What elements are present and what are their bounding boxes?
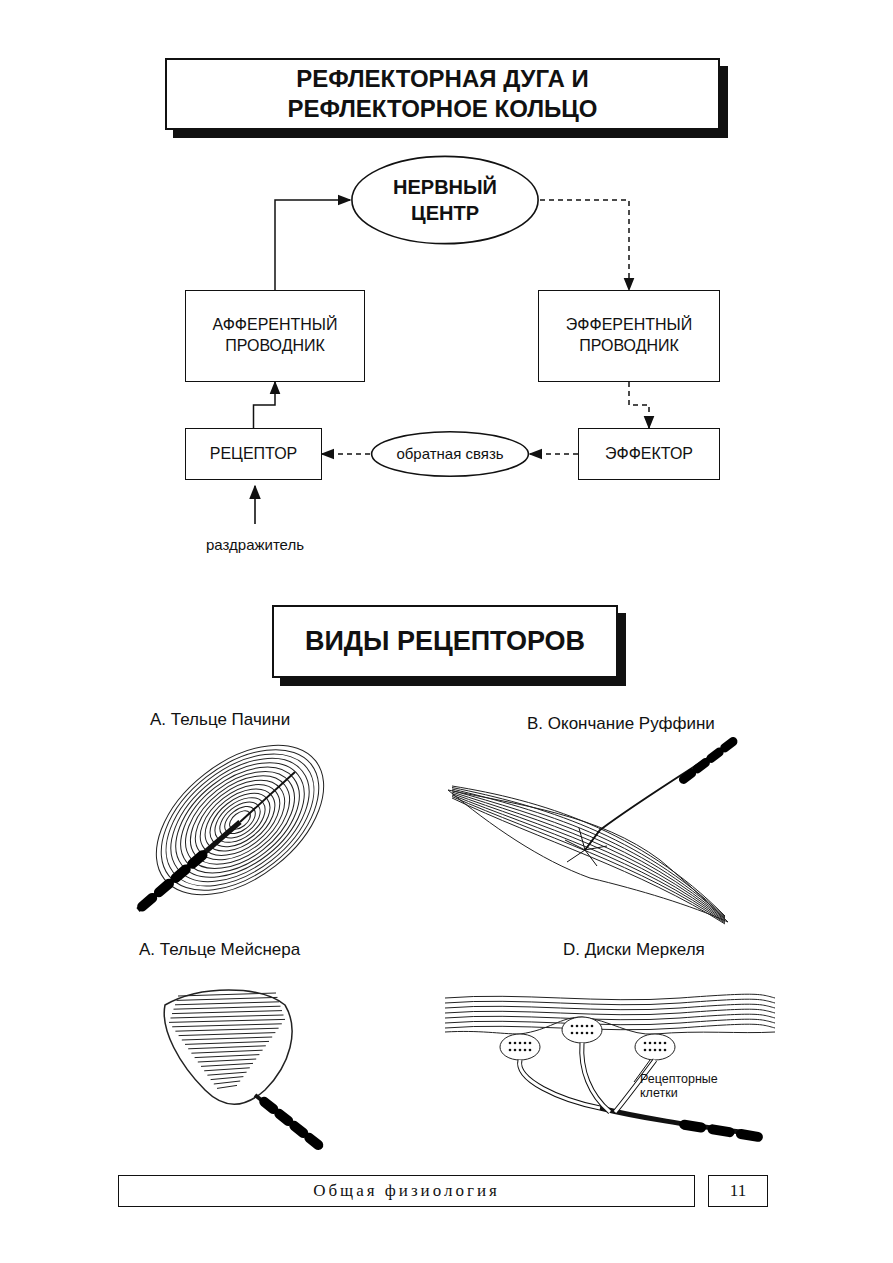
title-box: РЕФЛЕКТОРНАЯ ДУГА И РЕФЛЕКТОРНОЕ КОЛЬЦО xyxy=(165,58,720,130)
stimulus-arrow xyxy=(254,486,256,524)
node-text: 11 xyxy=(730,1180,746,1202)
receptor-box: РЕЦЕПТОР xyxy=(185,428,322,480)
node-text: РЕЦЕПТОР xyxy=(210,444,298,465)
cells-label: Рецепторные клетки xyxy=(640,1072,730,1101)
pacini-nerve xyxy=(138,772,295,910)
stimulus-label: раздражитель xyxy=(206,536,304,553)
connector-arrow xyxy=(322,453,370,455)
page-number: 11 xyxy=(708,1175,768,1207)
effector-box: ЭФФЕКТОР xyxy=(578,428,720,480)
afferent-box: АФФЕРЕНТНЫЙ ПРОВОДНИК xyxy=(185,290,365,382)
connector-arrow xyxy=(540,200,629,290)
title-text: РЕФЛЕКТОРНАЯ ДУГА И РЕФЛЕКТОРНОЕ КОЛЬЦО xyxy=(223,64,663,124)
node-text: обратная связь xyxy=(396,444,503,464)
ruffini-ending xyxy=(448,740,735,924)
node-text: ВИДЫ РЕЦЕПТОРОВ xyxy=(305,624,585,659)
receptor-label: В. Окончание Руффини xyxy=(527,714,715,734)
section-heading: ВИДЫ РЕЦЕПТОРОВ xyxy=(272,605,618,678)
node-text: АФФЕРЕНТНЫЙ ПРОВОДНИК xyxy=(196,315,354,357)
receptor-label: D. Диски Меркеля xyxy=(563,940,705,960)
connector-arrow xyxy=(530,453,578,455)
connector-arrow xyxy=(275,200,350,290)
connector-arrow xyxy=(629,382,649,428)
node-text: НЕРВНЫЙ ЦЕНТР xyxy=(360,174,530,226)
node-text: ЭФФЕКТОР xyxy=(605,444,693,465)
feedback-ellipse: обратная связь xyxy=(370,431,530,477)
receptor-label: А. Тельце Мейснера xyxy=(139,940,300,960)
ellipse-outline xyxy=(350,155,540,245)
efferent-box: ЭФФЕРЕНТНЫЙ ПРОВОДНИК xyxy=(538,290,720,382)
pacini-corpuscle xyxy=(129,715,352,925)
nerve-center: НЕРВНЫЙ ЦЕНТР xyxy=(350,155,540,245)
connector-arrow xyxy=(254,382,276,428)
merkel-discs xyxy=(445,994,775,1137)
meissner-corpuscle xyxy=(164,990,322,1148)
node-text: Общая физиология xyxy=(313,1180,500,1202)
receptor-label: А. Тельце Пачини xyxy=(150,710,290,730)
node-text: ЭФФЕРЕНТНЫЙ ПРОВОДНИК xyxy=(549,315,709,357)
footer-box: Общая физиология xyxy=(118,1175,695,1207)
